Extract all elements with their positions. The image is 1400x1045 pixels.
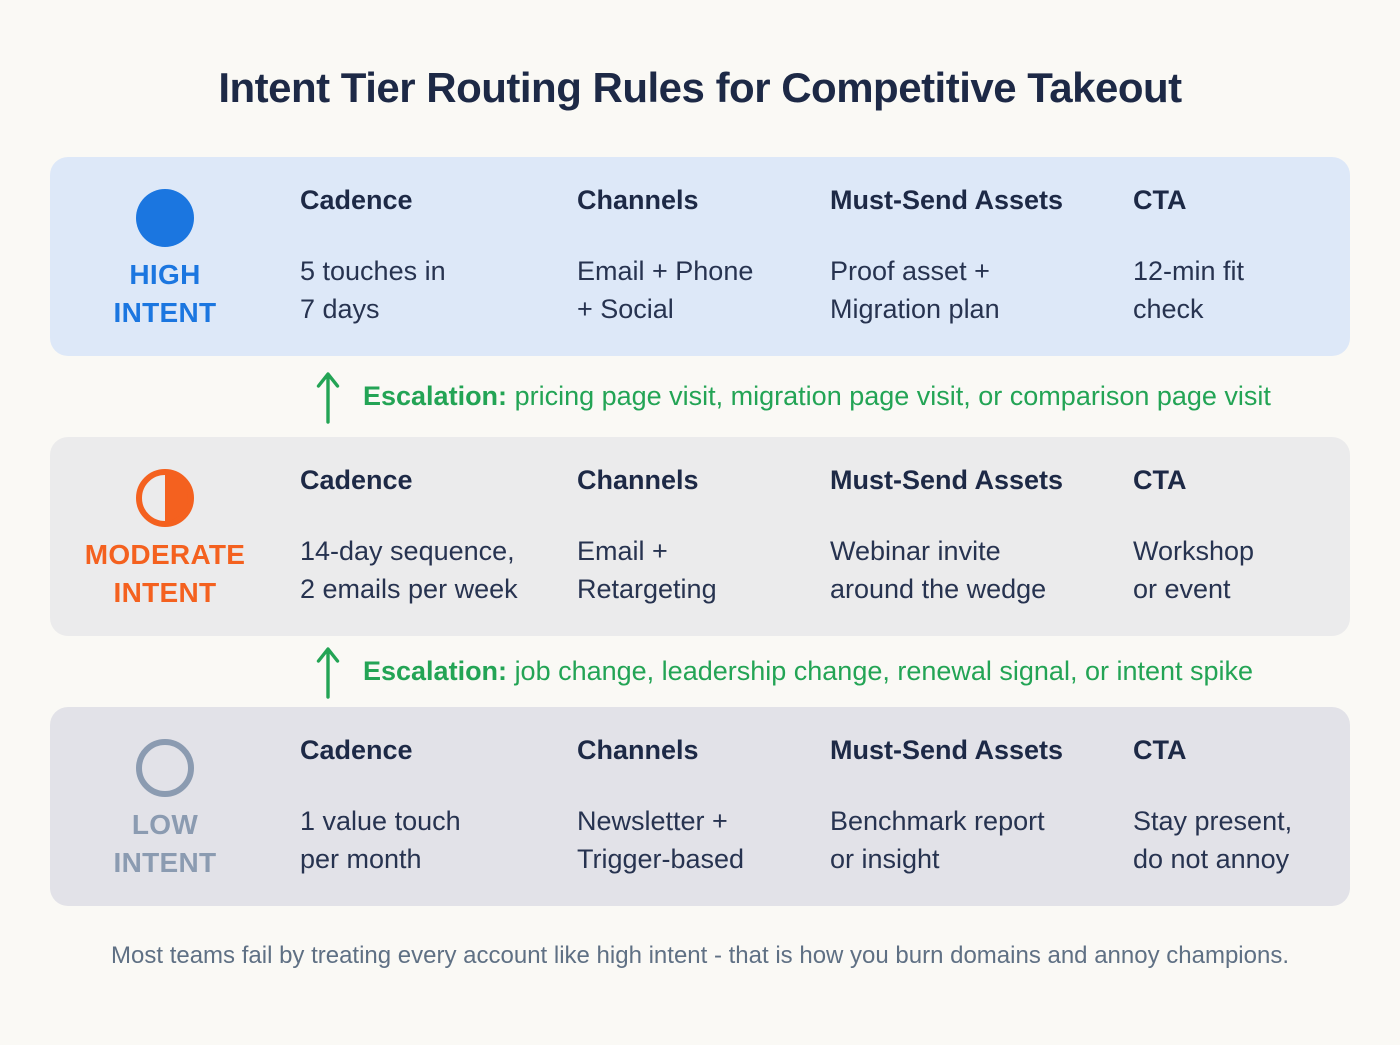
cell-moderate-assets: Must-Send Assets Webinar invite around t… xyxy=(810,465,1113,636)
tier-label-high: HIGH INTENT xyxy=(113,259,217,329)
cell-value-cta: 12-min fit check xyxy=(1133,256,1245,324)
cell-moderate-cadence: Cadence 14-day sequence, 2 emails per we… xyxy=(280,465,557,636)
column-header-channels: Channels xyxy=(577,465,699,495)
escalation-label: Escalation: xyxy=(363,381,508,412)
arrow-up-icon xyxy=(316,646,340,699)
column-header-assets: Must-Send Assets xyxy=(830,465,1064,495)
tier-label-cell-high: HIGH INTENT xyxy=(50,185,280,356)
cell-value-cta: Workshop or event xyxy=(1133,536,1255,604)
column-header-cta: CTA xyxy=(1133,185,1187,215)
column-header-assets: Must-Send Assets xyxy=(830,735,1064,765)
column-header-cadence: Cadence xyxy=(300,465,413,495)
tier-label-moderate: MODERATE INTENT xyxy=(84,539,246,609)
cell-moderate-cta: CTA Workshop or event xyxy=(1113,465,1350,636)
footer-note: Most teams fail by treating every accoun… xyxy=(111,942,1289,969)
cell-value-cta: Stay present, do not annoy xyxy=(1133,806,1293,874)
tier-row-moderate-intent: MODERATE INTENT Cadence 14-day sequence,… xyxy=(50,437,1350,636)
cell-high-assets: Must-Send Assets Proof asset + Migration… xyxy=(810,185,1113,356)
tier-row-low-intent: LOW INTENT Cadence 1 value touch per mon… xyxy=(50,707,1350,906)
column-header-cta: CTA xyxy=(1133,465,1187,495)
escalation-label: Escalation: xyxy=(363,656,508,687)
cell-value-assets: Benchmark report or insight xyxy=(830,806,1045,874)
cell-high-cadence: Cadence 5 touches in 7 days xyxy=(280,185,557,356)
escalation-detail: job change, leadership change, renewal s… xyxy=(514,656,1254,687)
tier-label-low: LOW INTENT xyxy=(113,809,217,879)
filled-circle-icon xyxy=(136,189,194,247)
escalation-text: Escalation: pricing page visit, migratio… xyxy=(363,380,1271,412)
cell-value-cadence: 14-day sequence, 2 emails per week xyxy=(300,536,518,604)
cell-value-assets: Proof asset + Migration plan xyxy=(830,256,1000,324)
cell-low-assets: Must-Send Assets Benchmark report or ins… xyxy=(810,735,1113,906)
cell-low-cadence: Cadence 1 value touch per month xyxy=(280,735,557,906)
column-header-assets: Must-Send Assets xyxy=(830,185,1064,215)
tier-label-cell-low: LOW INTENT xyxy=(50,735,280,906)
arrow-up-icon xyxy=(316,371,340,424)
cell-value-channels: Newsletter + Trigger-based xyxy=(577,806,745,874)
half-filled-circle-icon xyxy=(136,469,194,527)
cell-value-channels: Email + Retargeting xyxy=(577,536,717,604)
tier-table: HIGH INTENT Cadence 5 touches in 7 days … xyxy=(0,157,1400,906)
cell-value-assets: Webinar invite around the wedge xyxy=(830,536,1047,604)
cell-moderate-channels: Channels Email + Retargeting xyxy=(557,465,810,636)
outline-circle-icon xyxy=(136,739,194,797)
tier-label-cell-moderate: MODERATE INTENT xyxy=(50,465,280,636)
column-header-cadence: Cadence xyxy=(300,185,413,215)
escalation-detail: pricing page visit, migration page visit… xyxy=(514,381,1271,412)
cell-value-channels: Email + Phone + Social xyxy=(577,256,754,324)
cell-high-cta: CTA 12-min fit check xyxy=(1113,185,1350,356)
cell-high-channels: Channels Email + Phone + Social xyxy=(557,185,810,356)
cell-value-cadence: 1 value touch per month xyxy=(300,806,461,874)
column-header-channels: Channels xyxy=(577,735,699,765)
cell-low-channels: Channels Newsletter + Trigger-based xyxy=(557,735,810,906)
column-header-cadence: Cadence xyxy=(300,735,413,765)
column-header-cta: CTA xyxy=(1133,735,1187,765)
escalation-note-2: Escalation: job change, leadership chang… xyxy=(0,636,1400,707)
tier-row-high-intent: HIGH INTENT Cadence 5 touches in 7 days … xyxy=(50,157,1350,356)
cell-value-cadence: 5 touches in 7 days xyxy=(300,256,446,324)
escalation-text: Escalation: job change, leadership chang… xyxy=(363,655,1253,687)
column-header-channels: Channels xyxy=(577,185,699,215)
page-title: Intent Tier Routing Rules for Competitiv… xyxy=(218,64,1182,111)
escalation-note-1: Escalation: pricing page visit, migratio… xyxy=(0,356,1400,437)
cell-low-cta: CTA Stay present, do not annoy xyxy=(1113,735,1350,906)
